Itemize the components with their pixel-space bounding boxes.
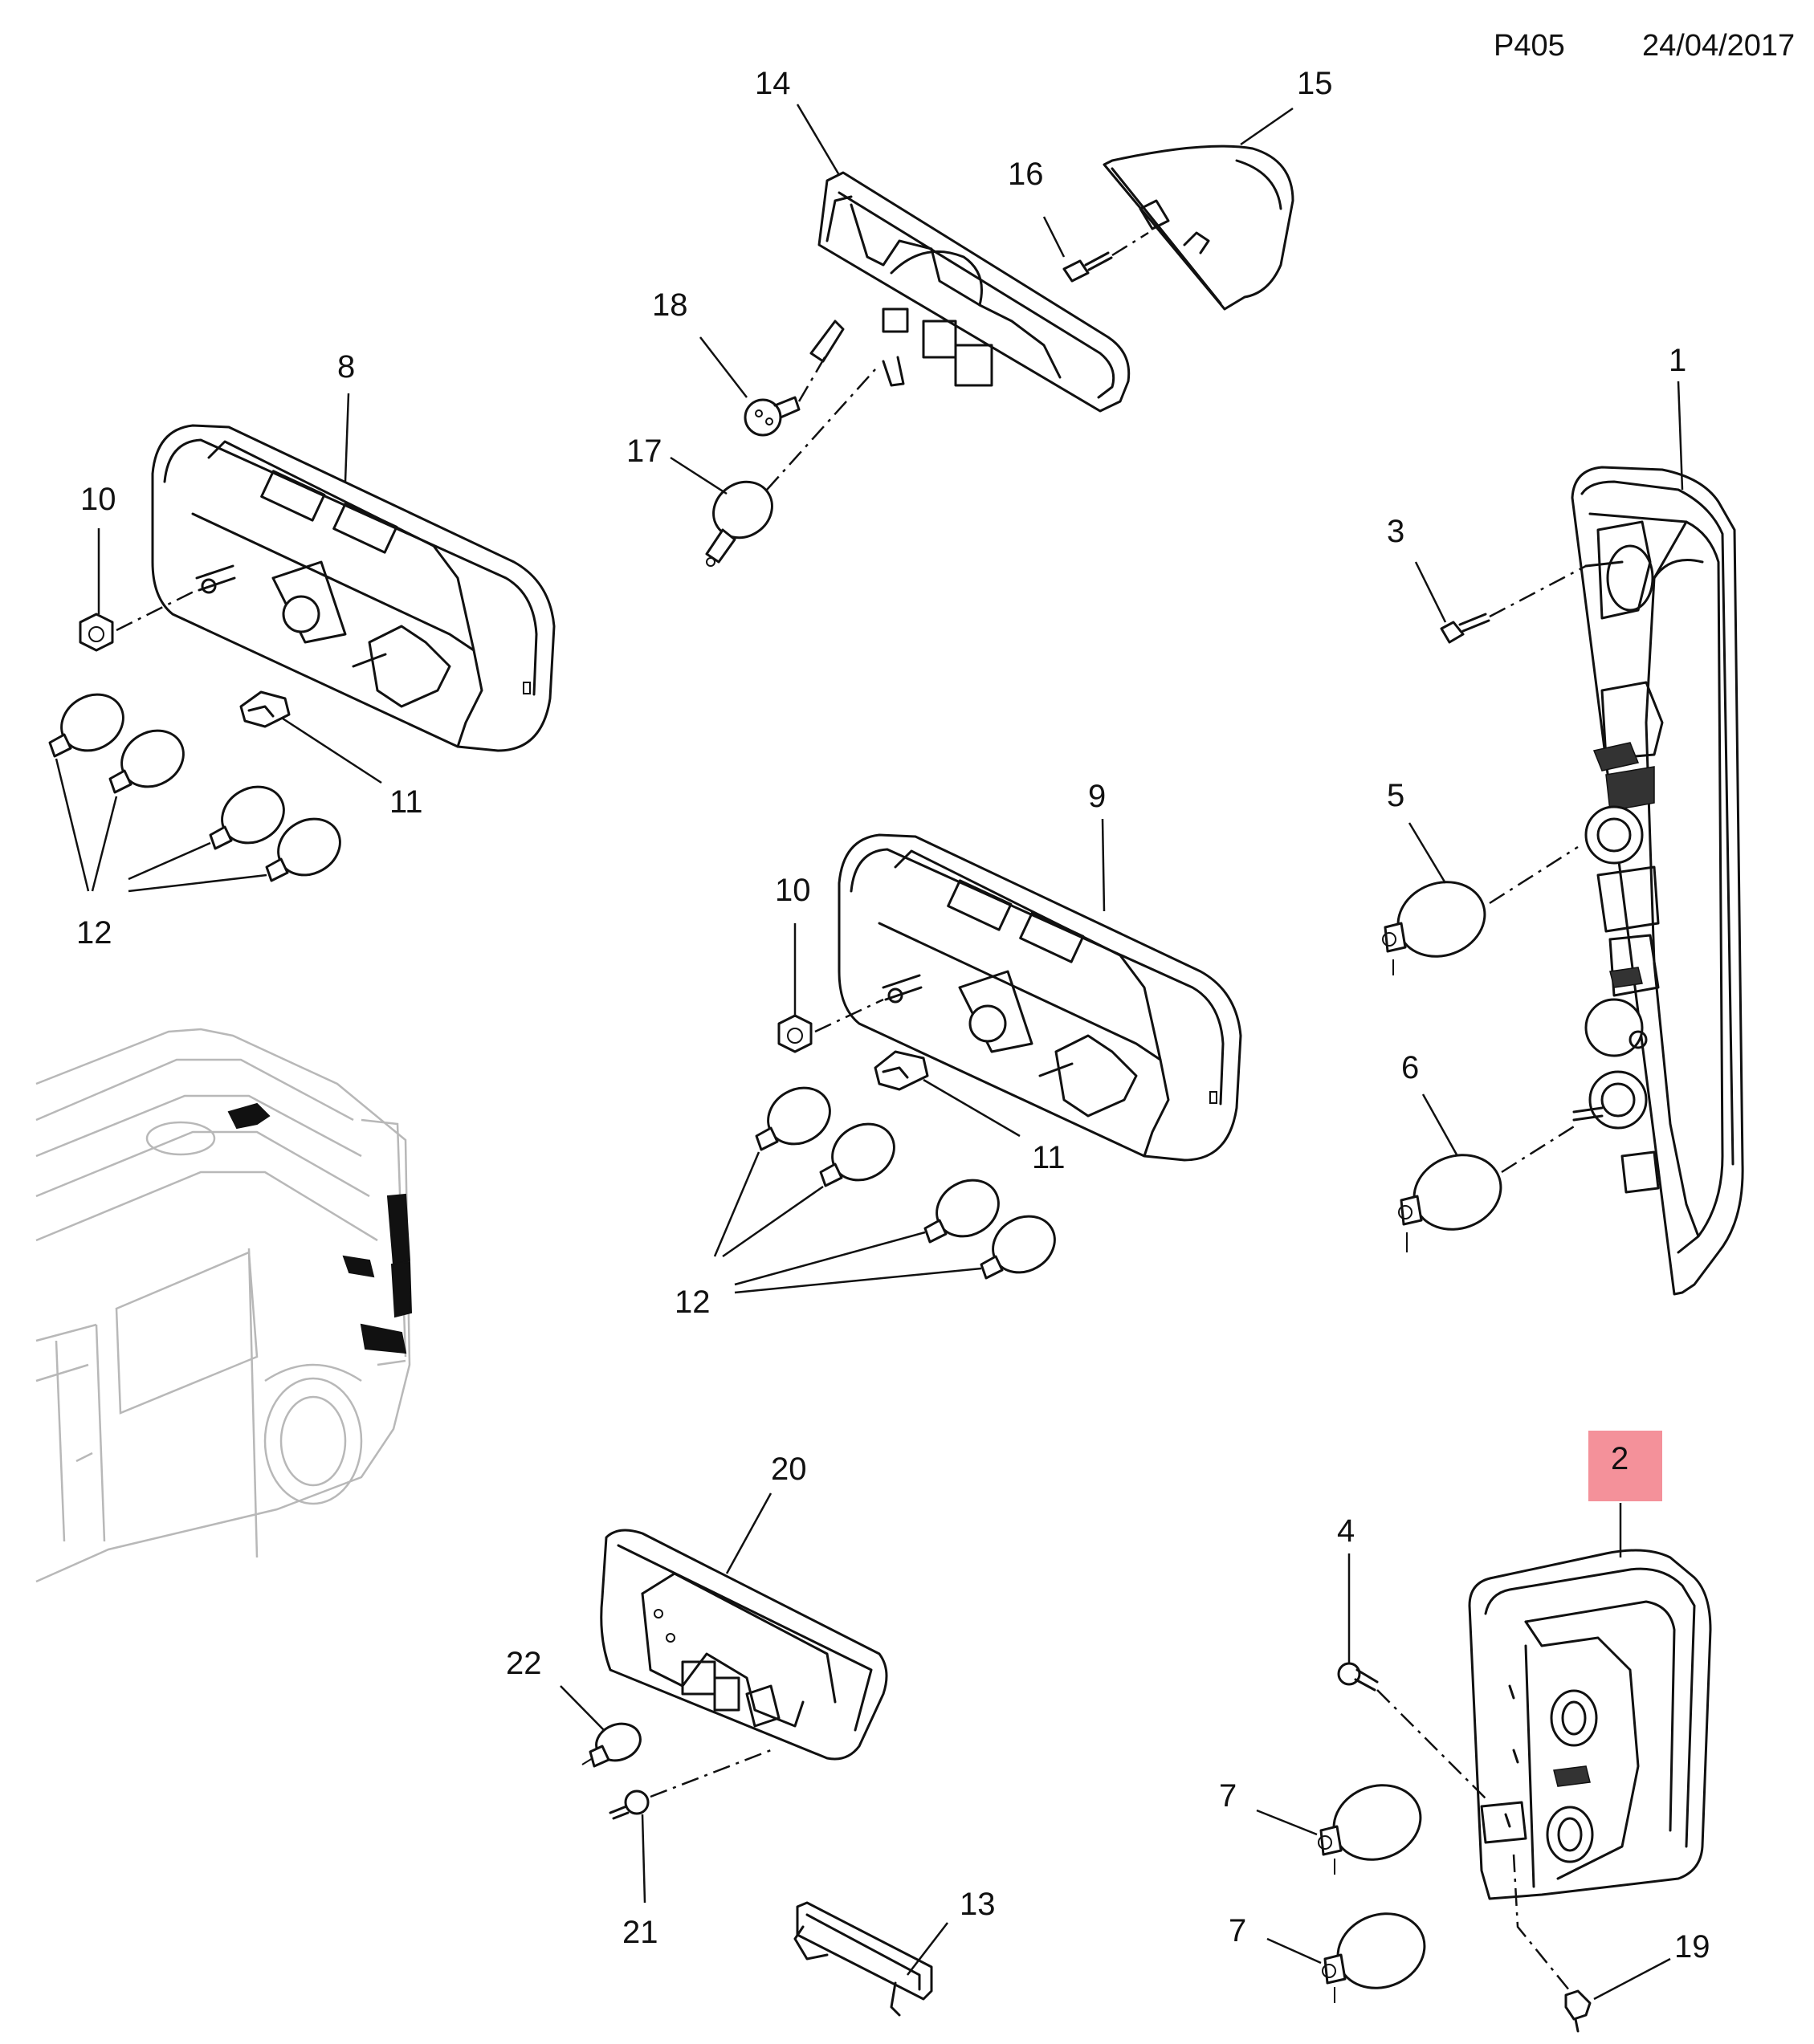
- part-8-lamp[interactable]: [151, 424, 556, 752]
- leader-7a: [1256, 1809, 1318, 1836]
- callout-10a: 10: [80, 482, 116, 517]
- callout-19: 19: [1674, 1929, 1710, 1965]
- callout-12a: 12: [76, 915, 112, 951]
- leader-20: [725, 1492, 772, 1574]
- leader-18: [699, 336, 748, 398]
- leader-16: [1042, 216, 1066, 258]
- part-1-lamp[interactable]: [1571, 466, 1744, 1296]
- callout-14: 14: [755, 66, 791, 101]
- leader-5: [1408, 822, 1447, 884]
- callout-11b: 11: [1032, 1140, 1066, 1175]
- leader-8: [344, 393, 350, 482]
- part-20-housing[interactable]: [600, 1529, 888, 1761]
- callout-6: 6: [1401, 1050, 1419, 1085]
- callout-9: 9: [1088, 779, 1106, 814]
- callout-12b: 12: [675, 1285, 711, 1320]
- part-19-clip[interactable]: [1564, 1989, 1592, 2033]
- part-3-screw[interactable]: [1440, 613, 1490, 644]
- part-7b-bulb[interactable]: [1322, 1902, 1435, 2003]
- leader-22: [560, 1685, 605, 1731]
- leader-21: [641, 1814, 646, 1904]
- leader-13: [907, 1922, 948, 1976]
- callout-15: 15: [1297, 66, 1333, 101]
- part-15-cover[interactable]: [1103, 145, 1294, 311]
- part-11a-bulb[interactable]: [239, 690, 291, 728]
- axis-17: [766, 368, 876, 491]
- leader-1: [1677, 381, 1684, 491]
- highlight-box-2: [1588, 1431, 1662, 1501]
- axis-10b: [814, 998, 884, 1033]
- axis-3: [1489, 564, 1587, 618]
- callout-7a: 7: [1219, 1778, 1237, 1814]
- leader-3: [1414, 561, 1447, 623]
- part-2-lamp[interactable]: [1468, 1549, 1712, 1900]
- part-13-bracket[interactable]: [793, 1901, 933, 2017]
- axis-16: [1111, 231, 1149, 257]
- part-18-socket[interactable]: [744, 396, 801, 437]
- van-location-view: [35, 1028, 413, 1583]
- leader-15: [1240, 107, 1294, 146]
- callout-22: 22: [506, 1646, 542, 1681]
- leader-17: [670, 456, 728, 495]
- part-11b-bulb[interactable]: [874, 1050, 929, 1091]
- callout-20: 20: [771, 1452, 807, 1487]
- page-code: P405: [1494, 29, 1565, 63]
- axis-19: [1512, 1854, 1571, 1992]
- leader-14: [796, 104, 841, 176]
- callout-4: 4: [1337, 1513, 1355, 1549]
- callout-1: 1: [1669, 343, 1686, 378]
- callout-18: 18: [652, 287, 688, 323]
- axis-21: [650, 1749, 772, 1798]
- part-16-screw[interactable]: [1062, 251, 1113, 283]
- part-22-bulb[interactable]: [581, 1718, 646, 1768]
- callout-13: 13: [960, 1887, 996, 1922]
- diagram-date: 24/04/2017: [1642, 29, 1796, 63]
- callout-17: 17: [626, 434, 662, 469]
- part-21-holder[interactable]: [609, 1790, 650, 1820]
- leader-11b: [923, 1078, 1021, 1138]
- callout-8: 8: [337, 349, 355, 385]
- part-10b-nut[interactable]: [777, 1014, 813, 1053]
- part-14-housing[interactable]: [809, 171, 1131, 413]
- leader-7b: [1266, 1937, 1322, 1965]
- part-12b-bulbs[interactable]: [755, 1077, 1065, 1283]
- leader-19: [1593, 1957, 1671, 2001]
- leader-9: [1101, 818, 1106, 912]
- leader-12b: [713, 1151, 982, 1294]
- callout-10b: 10: [775, 873, 811, 908]
- callout-21: 21: [622, 1915, 658, 1950]
- leader-11a: [282, 717, 382, 784]
- callout-11a: 11: [389, 784, 423, 820]
- axis-6: [1501, 1122, 1579, 1174]
- axis-4: [1376, 1689, 1486, 1799]
- leader-6: [1421, 1093, 1459, 1157]
- callout-5: 5: [1387, 778, 1404, 813]
- callout-3: 3: [1387, 514, 1404, 549]
- axis-5: [1489, 845, 1579, 905]
- part-6-bulb[interactable]: [1398, 1143, 1511, 1252]
- part-5-bulb[interactable]: [1382, 870, 1495, 975]
- part-7a-bulb[interactable]: [1318, 1773, 1431, 1875]
- part-4-screw[interactable]: [1337, 1662, 1379, 1692]
- part-10a-nut[interactable]: [79, 613, 114, 652]
- axis-10a: [116, 588, 198, 632]
- part-17-bulb[interactable]: [703, 470, 783, 567]
- leader-12a: [55, 758, 267, 893]
- callout-7b: 7: [1229, 1913, 1246, 1948]
- part-9-lamp[interactable]: [838, 833, 1242, 1162]
- part-12a-bulbs[interactable]: [48, 683, 350, 886]
- callout-16: 16: [1008, 157, 1044, 192]
- callout-2: 2: [1611, 1441, 1629, 1476]
- axis-18: [797, 352, 829, 402]
